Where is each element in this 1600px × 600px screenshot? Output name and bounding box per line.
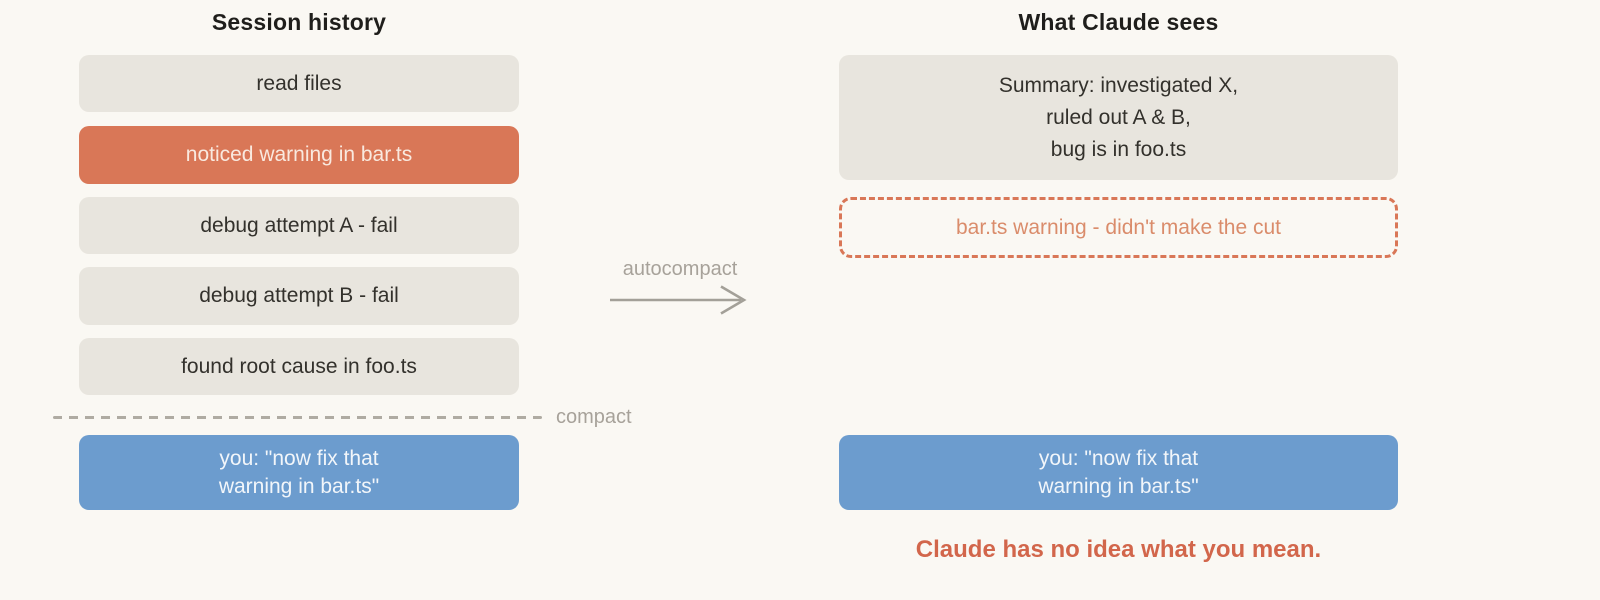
user-message-box-left: you: "now fix that warning in bar.ts" (79, 435, 519, 510)
caption-text: Claude has no idea what you mean. (915, 536, 1322, 563)
summary-line: ruled out A & B, (1046, 105, 1191, 129)
history-item-root-cause: found root cause in foo.ts (79, 338, 519, 395)
session-history-title: Session history (211, 9, 387, 35)
history-item-debug-b: debug attempt B - fail (79, 267, 519, 325)
compact-label: compact (556, 406, 632, 428)
history-item-label: debug attempt A - fail (200, 213, 398, 237)
history-item-label: debug attempt B - fail (199, 284, 399, 307)
summary-line: Summary: investigated X, (998, 73, 1239, 97)
history-item-debug-a: debug attempt A - fail (79, 197, 519, 254)
arrow-right-icon (608, 284, 748, 316)
user-message-line: you: "now fix that (1038, 446, 1199, 470)
dropped-context-box: bar.ts warning - didn't make the cut (839, 197, 1398, 258)
history-item-noticed-warning: noticed warning in bar.ts (79, 126, 519, 184)
dropped-context-label: bar.ts warning - didn't make the cut (955, 215, 1281, 239)
summary-box: Summary: investigated X, ruled out A & B… (839, 55, 1398, 180)
what-claude-sees-title: What Claude sees (1018, 9, 1219, 35)
history-item-label: found root cause in foo.ts (181, 354, 417, 378)
user-message-line: warning in bar.ts" (1038, 474, 1199, 498)
user-message-box-right: you: "now fix that warning in bar.ts" (839, 435, 1398, 510)
user-message-line: you: "now fix that (219, 446, 379, 470)
history-item-label: read files (256, 71, 342, 95)
user-message-line: warning in bar.ts" (218, 474, 380, 498)
history-item-label: noticed warning in bar.ts (185, 143, 413, 166)
autocompact-label: autocompact (622, 258, 738, 280)
compact-divider-dashed-line (53, 416, 542, 419)
history-item-read-files: read files (79, 55, 519, 112)
summary-line: bug is in foo.ts (1050, 137, 1187, 161)
